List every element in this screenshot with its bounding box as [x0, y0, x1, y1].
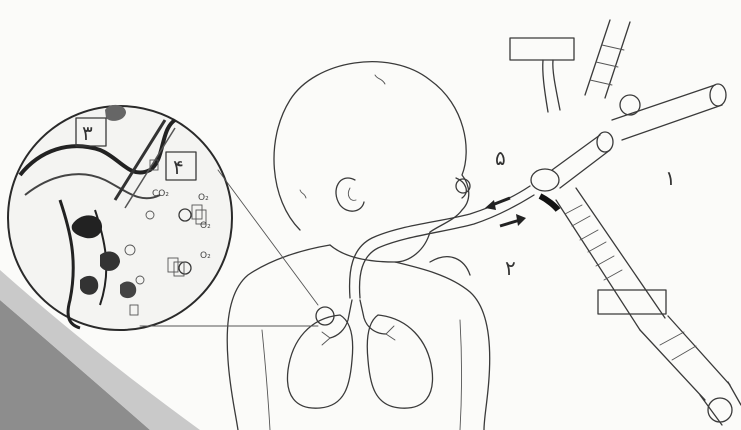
- endotracheal-tube: [350, 186, 534, 298]
- gas-label-o2-mid: O₂: [200, 221, 211, 231]
- inset-leader-top: [218, 170, 318, 305]
- infant-figure: [227, 62, 490, 430]
- flow-arrows: [485, 198, 526, 226]
- label-5: ۵: [495, 146, 506, 170]
- suction-catheter: [540, 188, 741, 425]
- gas-label-co2: CO₂: [152, 189, 169, 199]
- alveoli-inset: [8, 105, 232, 330]
- label-2: ٢: [505, 256, 516, 280]
- lungs: [287, 300, 432, 408]
- label-4: ۴: [173, 155, 184, 179]
- gas-label-o2-low: O₂: [200, 251, 211, 261]
- gas-label-o2-top: O₂: [198, 193, 209, 203]
- tube-connector: [510, 20, 726, 191]
- label-3: ٣: [82, 121, 93, 145]
- label-1: ١: [665, 166, 676, 190]
